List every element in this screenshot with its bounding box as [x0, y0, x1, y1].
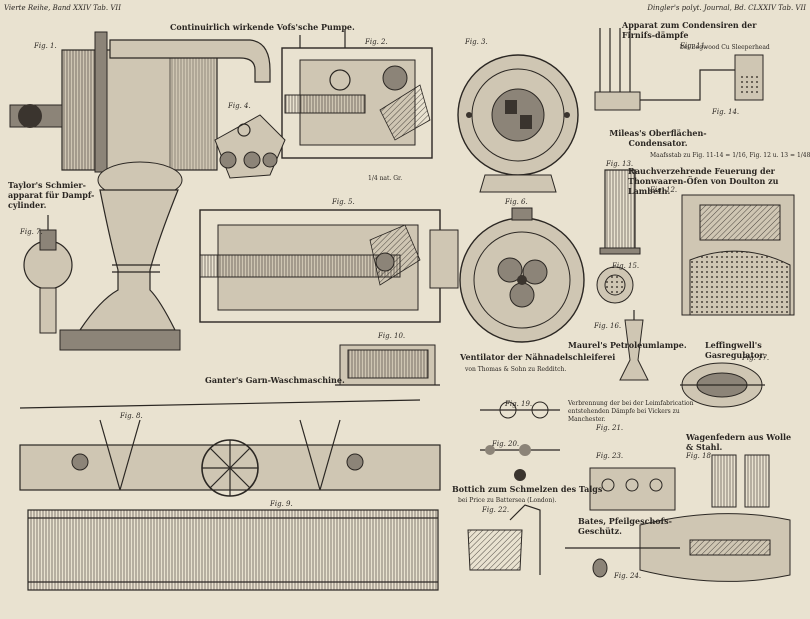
fig-label-15: Fig. 15.	[612, 262, 640, 270]
fig-label-22: Fig. 22.	[482, 506, 510, 514]
fig-label-12: Fig. 12.	[650, 186, 678, 194]
fig5-pump-section	[199, 209, 459, 323]
fig7-lubricator	[23, 215, 73, 334]
fig8-washing-machine	[19, 399, 441, 497]
fig18-springs	[711, 454, 770, 508]
caption-firing: Rauchverzehrende Feuerung der Thonwaaren…	[628, 166, 779, 196]
fig1-pump-drawing	[9, 31, 271, 351]
fig24-arrow-gun	[565, 513, 791, 582]
caption-ventilator: Ventilator der Nähnadelschleiferei	[460, 352, 616, 362]
fig19-fan-details	[480, 401, 560, 481]
fig9-washing-machine-plan	[27, 509, 439, 591]
caption-bottich-sub: bei Price zu Battersea (London).	[458, 497, 557, 504]
fig-label-3: Fig. 3.	[465, 38, 488, 46]
fig-label-1: Fig. 1.	[34, 42, 57, 50]
caption-maurel: Maurel's Petroleumlampe.	[568, 340, 687, 350]
fig11-condenser	[594, 28, 764, 111]
caption-condensing: Apparat zum Condensiren der Firnifs-dämp…	[622, 20, 757, 40]
caption-burning: Verbrennung der bei der Leimfabrication …	[568, 400, 694, 423]
caption-taylor: Taylor's Schmier-apparat für Dampf-cylin…	[8, 180, 95, 210]
fig-label-5: Fig. 5.	[332, 198, 355, 206]
plate-header-left: Vierte Reihe, Band XXIV Tab. VII	[4, 4, 121, 12]
fig4-valve-plate	[214, 114, 286, 179]
fig-label-8: Fig. 8.	[120, 412, 143, 420]
fig-label-17: Fig. 17.	[742, 354, 770, 362]
caption-ganter: Ganter's Garn-Waschmaschine.	[205, 375, 345, 385]
caption-bottich: Bottich zum Schmelzen des Talgs	[452, 484, 603, 494]
scale-note: Maafsstab zu Fig. 11-14 = 1/16, Fig. 12 …	[650, 152, 810, 159]
caption-mileas: Mileas's Oberflächen-Condensator.	[609, 128, 707, 148]
fig-label-4: Fig. 4.	[228, 102, 251, 110]
fig6-ventilator	[459, 207, 585, 343]
fig17-gas-regulator	[680, 362, 765, 408]
fig10-washer-detail	[335, 344, 440, 386]
fig22-tallow-vat	[467, 504, 541, 575]
fig13-condenser-cylinder	[596, 169, 641, 304]
caption-springs: Wagenfedern aus Wolle & Stahl.	[686, 432, 792, 452]
caption-leffingwell: Leffingwell's Gasregulator.	[705, 340, 766, 360]
fig-label-24: Fig. 24.	[614, 572, 642, 580]
fig3-rotary-pump	[457, 54, 579, 193]
fig-label-16: Fig. 16.	[594, 322, 622, 330]
caption-bates: Bates, Pfeilgeschofs-Geschütz.	[578, 516, 672, 536]
scale-note-small: 1/4 nat. Gr.	[368, 175, 403, 182]
fig2-valve-section	[281, 30, 433, 159]
fig16-petroleum-lamp	[619, 310, 649, 381]
caption-ventilator-sub: von Thomas & Sohn zu Redditch.	[465, 366, 567, 373]
fig-label-19: Fig. 19.	[505, 400, 533, 408]
fig-label-18: Fig. 18.	[686, 452, 714, 460]
fig-label-2: Fig. 2.	[365, 38, 388, 46]
fig-label-11: Fig. 11.	[680, 42, 708, 50]
fig-label-6: Fig. 6.	[505, 198, 528, 206]
plate-header-right: Dingler's polyt. Journal, Bd. CLXXIV Tab…	[647, 4, 806, 12]
fig-label-13: Fig. 13.	[606, 160, 634, 168]
fig-label-20: Fig. 20.	[492, 440, 520, 448]
fig-label-10: Fig. 10.	[378, 332, 406, 340]
fig23-burners	[589, 467, 676, 511]
fig-label-9: Fig. 9.	[270, 500, 293, 508]
caption-condensing-sub: bei Bogwood Cu Sleeperhead	[680, 44, 770, 51]
fig12-furnace	[681, 194, 795, 316]
fig-label-14: Fig. 14.	[712, 108, 740, 116]
fig-label-23: Fig. 23.	[596, 452, 624, 460]
fig-label-21: Fig. 21.	[596, 424, 624, 432]
fig-label-7: Fig. 7.	[20, 228, 43, 236]
caption-pump: Continuirlich wirkende Vofs'sche Pumpe.	[170, 22, 355, 32]
